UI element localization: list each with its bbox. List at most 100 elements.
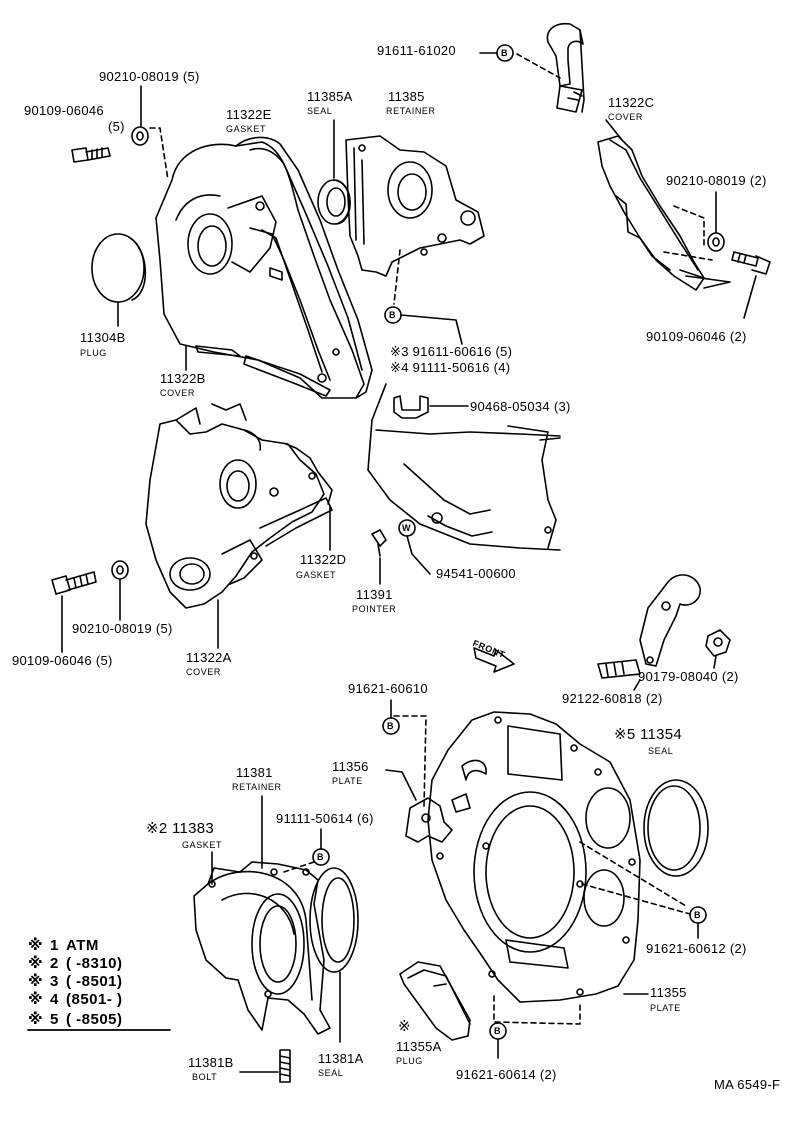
cover-11322C xyxy=(597,135,731,291)
legend-text: ( -8505) xyxy=(66,1011,123,1028)
legend-mark: ※ xyxy=(28,955,44,972)
stud-92122-60818 xyxy=(597,659,641,679)
label-11391: 11391 xyxy=(356,587,393,602)
legend-mark: ※ xyxy=(28,973,44,990)
bolt-90109-06046-left xyxy=(51,571,97,595)
label-11322C-desc: COVER xyxy=(608,112,644,122)
callout-letter-b: B xyxy=(317,852,325,862)
label-11385A: 11385A xyxy=(307,89,353,104)
nut-90179-08040 xyxy=(705,629,731,657)
label-11356: 11356 xyxy=(332,759,369,774)
legend-num: 3 xyxy=(50,973,59,990)
leader-line xyxy=(633,679,641,691)
label-11304B: 11304B xyxy=(80,330,126,345)
legend-row-2: ※2( -8310) xyxy=(28,954,123,972)
bolt-90109-06046-top xyxy=(71,147,111,163)
label-11355A-mark: ※ xyxy=(398,1018,411,1035)
label-91111-50616: ※4 91111-50616 (4) xyxy=(390,360,511,375)
dash-leader xyxy=(516,53,561,79)
legend-row-3: ※ 3 ( -8501) xyxy=(28,972,123,990)
pointer-11391 xyxy=(371,529,387,557)
label-11385: 11385 xyxy=(388,89,425,104)
plate-11356 xyxy=(405,793,471,843)
upper-timing-cover xyxy=(155,136,373,399)
oil-seal-retainer xyxy=(193,861,331,1035)
legend-text: ( -8310) xyxy=(66,955,123,972)
callout-b-1 xyxy=(479,44,514,62)
label-90468-05034: 90468-05034 (3) xyxy=(470,399,571,414)
dash-leader xyxy=(579,841,687,907)
label-91621-60610: 91621-60610 xyxy=(348,681,428,696)
label-90109-06046-top-qty: (5) xyxy=(108,119,125,134)
label-94541-00600: 94541-00600 xyxy=(436,566,516,581)
label-11385-desc: RETAINER xyxy=(386,106,436,116)
label-11355A: 11355A xyxy=(396,1039,442,1054)
leader-line xyxy=(743,275,757,319)
label-91621-60614: 91621-60614 (2) xyxy=(456,1067,557,1082)
label-11355A-desc: PLUG xyxy=(396,1056,423,1066)
label-92122-60818: 92122-60818 (2) xyxy=(562,691,663,706)
washer-90210-08019-right xyxy=(707,232,725,252)
legend-mark: ※ xyxy=(28,1011,44,1028)
label-11322A-desc: COVER xyxy=(186,667,222,677)
callout-b-2 xyxy=(384,306,463,345)
plug-11355A xyxy=(399,961,471,1041)
legend-mark: ※ xyxy=(28,937,44,954)
legend-mark: ※ xyxy=(28,991,44,1008)
dash-leader xyxy=(393,249,401,305)
leader-line xyxy=(713,655,717,669)
dash-leader xyxy=(581,883,691,915)
dash-leader xyxy=(493,995,581,1025)
label-90210-08019-right: 90210-08019 (2) xyxy=(666,173,767,188)
label-91611-60616: ※3 91611-60616 (5) xyxy=(390,344,513,359)
label-11355-desc: PLATE xyxy=(650,1003,681,1013)
label-91621-60612: 91621-60612 (2) xyxy=(646,941,747,956)
legend-row-4: ※4(8501- ) xyxy=(28,990,123,1008)
callout-w xyxy=(398,519,431,575)
bolt-11381B xyxy=(279,1049,291,1083)
label-11381A: 11381A xyxy=(318,1051,364,1066)
callout-b-3 xyxy=(382,699,400,735)
label-11355: 11355 xyxy=(650,985,687,1000)
label-11322B: 11322B xyxy=(160,371,206,386)
label-90210-08019-top: 90210-08019 (5) xyxy=(99,69,200,84)
label-11322D: 11322D xyxy=(300,552,347,567)
callout-letter-b: B xyxy=(387,721,395,731)
dash-leader xyxy=(393,715,427,807)
end-plate-11355 xyxy=(427,711,641,1003)
clip-91611-61020 xyxy=(546,22,585,113)
callout-b-6 xyxy=(283,828,330,873)
front-arrow xyxy=(473,647,515,673)
label-11354-desc: SEAL xyxy=(648,746,674,756)
label-11383-desc: GASKET xyxy=(182,840,223,850)
dash-leader xyxy=(663,251,713,261)
label-11391-desc: POINTER xyxy=(352,604,397,614)
label-90179-08040: 90179-08040 (2) xyxy=(638,669,739,684)
legend-text: ( -8501) xyxy=(66,973,123,990)
legend-row-1: ※ 1 ATM xyxy=(28,936,99,954)
dash-leader xyxy=(149,127,169,181)
legend-text: ATM xyxy=(66,937,99,954)
callout-b-5 xyxy=(489,1022,507,1059)
callout-b-4 xyxy=(689,906,707,939)
label-11356-desc: PLATE xyxy=(332,776,363,786)
diagram-id: MA 6549-F xyxy=(714,1077,781,1092)
retainer-11385 xyxy=(345,135,485,277)
callout-letter-b: B xyxy=(389,310,397,320)
callout-letter-b: B xyxy=(494,1026,502,1036)
label-11385A-desc: SEAL xyxy=(307,106,333,116)
bolt-90109-06046-right xyxy=(731,251,771,275)
bracket-mount xyxy=(639,574,701,667)
dash-leader xyxy=(673,205,705,247)
label-11322A: 11322A xyxy=(186,650,232,665)
legend-num: 1 xyxy=(50,937,59,954)
label-91111-50614: 91111-50614 (6) xyxy=(276,811,374,826)
label-11354: ※5 11354 xyxy=(614,726,683,743)
label-90109-06046-right: 90109-06046 (2) xyxy=(646,329,747,344)
seal-11354 xyxy=(643,779,709,877)
label-11381: 11381 xyxy=(236,765,273,780)
engine-block-outline xyxy=(367,383,561,551)
label-11322D-desc: GASKET xyxy=(296,570,337,580)
